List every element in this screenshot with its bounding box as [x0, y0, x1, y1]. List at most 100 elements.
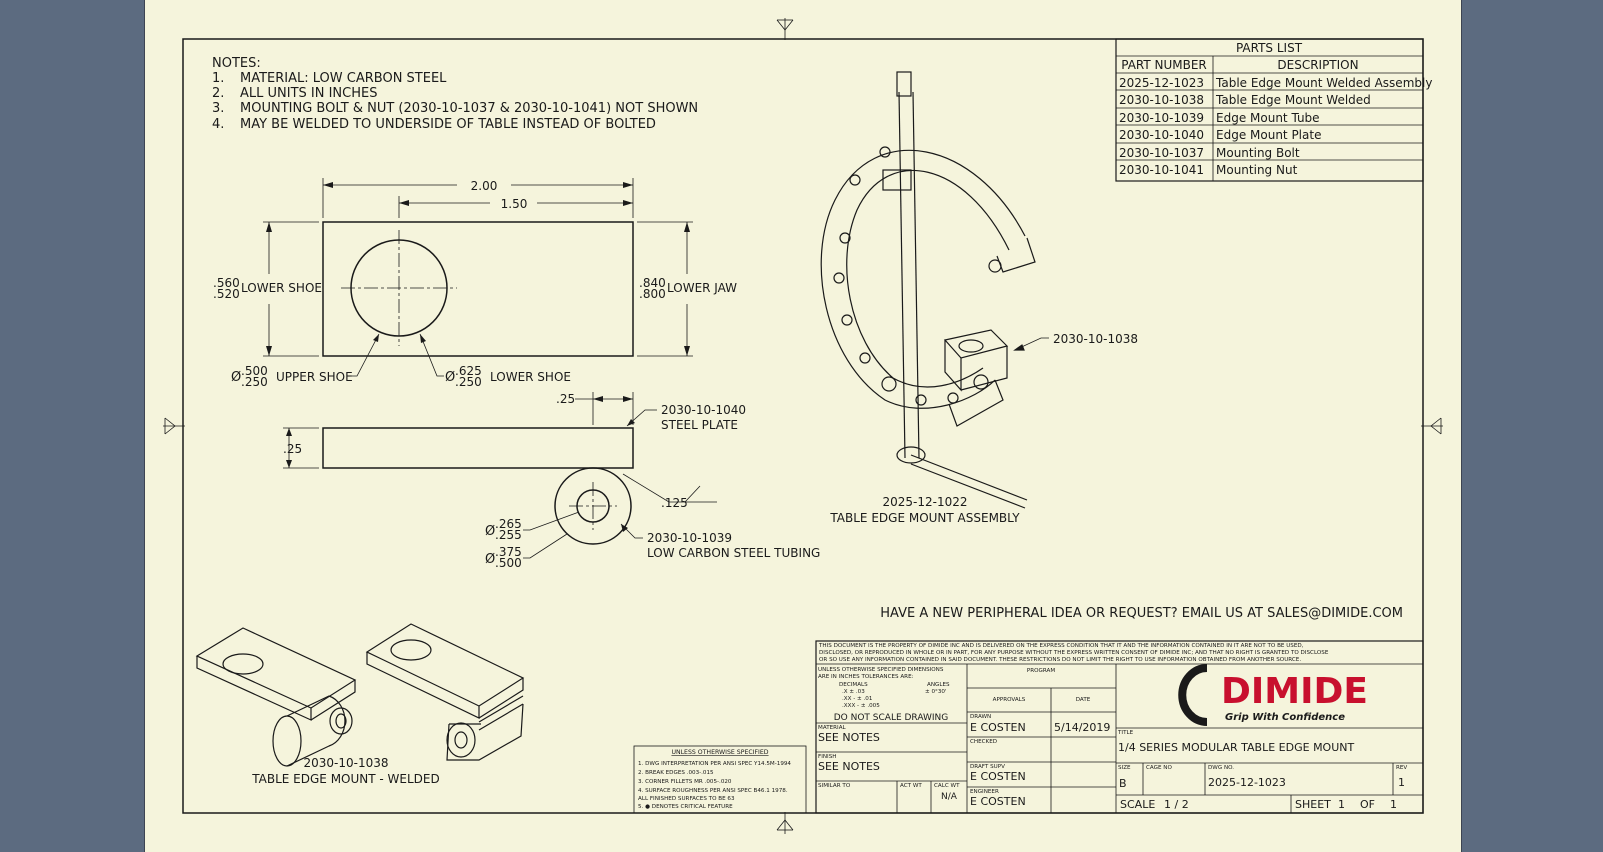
- parts-row-3-desc: Edge Mount Tube: [1216, 111, 1320, 125]
- checked-label: CHECKED: [970, 739, 997, 745]
- size-value: B: [1119, 777, 1127, 790]
- of-value: 1: [1390, 798, 1397, 811]
- note-1-text: MATERIAL: LOW CARBON STEEL: [240, 71, 447, 86]
- scale-label: SCALE: [1120, 798, 1155, 811]
- note-2-text: ALL UNITS IN INCHES: [240, 86, 377, 101]
- date-label: DATE: [1076, 697, 1091, 703]
- right-tol-bottom: .800: [639, 287, 666, 301]
- tube-outer-bottom: .500: [495, 556, 522, 570]
- dim-overall-width: 2.00: [471, 179, 498, 193]
- note-2-num: 2.: [212, 86, 224, 101]
- disclaimer-line-1: THIS DOCUMENT IS THE PROPERTY OF DIMIDE …: [818, 643, 1304, 649]
- parts-row-3-number: 2030-10-1039: [1119, 111, 1204, 125]
- dimide-logo: DIMIDE Grip With Confidence: [1178, 664, 1368, 726]
- spec-box: UNLESS OTHERWISE SPECIFIED 1. DWG INTERP…: [633, 745, 807, 814]
- spec-item-3: 3. CORNER FILLETS MR .005-.020: [638, 779, 732, 785]
- note-4-num: 4.: [212, 117, 224, 132]
- tolerance-angles-label: ANGLES: [927, 682, 950, 688]
- cage-label: CAGE NO: [1146, 765, 1172, 771]
- spec-item-6: 5. ● DENOTES CRITICAL FEATURE: [638, 804, 733, 810]
- program-label: PROGRAM: [1027, 668, 1055, 674]
- assembly-label: TABLE EDGE MOUNT ASSEMBLY: [829, 511, 1020, 525]
- calc-wt-value: N/A: [941, 792, 958, 802]
- plate-part-number: 2030-10-1040: [661, 403, 746, 417]
- assembly-callout: 2030-10-1038: [1053, 332, 1138, 346]
- title-block: THIS DOCUMENT IS THE PROPERTY OF DIMIDE …: [815, 640, 1424, 814]
- finish-label: FINISH: [818, 754, 836, 760]
- assembly-part-number: 2025-12-1022: [882, 495, 967, 509]
- drawing-sheet: NOTES: 1. MATERIAL: LOW CARBON STEEL 2. …: [144, 0, 1462, 852]
- dim-hole-offset: 1.50: [501, 197, 528, 211]
- sheet-label: SHEET: [1295, 798, 1331, 811]
- parts-row-4-number: 2030-10-1040: [1119, 128, 1204, 142]
- parts-row-5-number: 2030-10-1037: [1119, 146, 1204, 160]
- note-3-text: MOUNTING BOLT & NUT (2030-10-1037 & 2030…: [240, 101, 698, 116]
- drawing-title: 1/4 SERIES MODULAR TABLE EDGE MOUNT: [1118, 741, 1354, 754]
- left-tol-top: .560: [213, 276, 240, 290]
- tolerance-decimals-label: DECIMALS: [839, 682, 868, 688]
- parts-list-title: PARTS LIST: [1236, 41, 1303, 55]
- spec-item-5: ALL FINISHED SURFACES TO BE 63: [638, 796, 735, 802]
- right-tol-top: .840: [639, 276, 666, 290]
- size-label: SIZE: [1118, 765, 1131, 771]
- parts-row-5-desc: Mounting Bolt: [1216, 146, 1300, 160]
- plate-label: STEEL PLATE: [661, 418, 738, 432]
- material-value: SEE NOTES: [818, 731, 880, 744]
- sheet-value: 1: [1338, 798, 1345, 811]
- side-view: .25 .25 2030-10-1040 STEEL PLATE .125 20…: [283, 392, 820, 570]
- lower-shoe-dia-symbol: Ø: [445, 370, 455, 385]
- dwg-no-value: 2025-12-1023: [1208, 776, 1286, 789]
- tolerance-x: .X ± .03: [842, 689, 865, 695]
- approvals-label: APPROVALS: [993, 697, 1026, 703]
- dwg-no-label: DWG NO.: [1208, 765, 1234, 771]
- material-label: MATERIAL: [818, 725, 847, 731]
- note-4-text: MAY BE WELDED TO UNDERSIDE OF TABLE INST…: [240, 117, 656, 132]
- disclaimer-line-3: OR SO USE ANY INFORMATION CONTAINED IN S…: [819, 657, 1301, 663]
- left-dim-label: LOWER SHOE: [241, 281, 322, 295]
- upper-shoe-label: UPPER SHOE: [276, 370, 353, 384]
- similar-to-label: SIMILAR TO: [818, 783, 851, 789]
- do-not-scale-note: DO NOT SCALE DRAWING: [834, 713, 949, 723]
- draft-supv-value: E COSTEN: [970, 770, 1026, 783]
- assembly-iso-view: [820, 71, 1049, 509]
- rev-value: 1: [1398, 776, 1405, 789]
- drawn-value: E COSTEN: [970, 721, 1026, 734]
- parts-row-6-desc: Mounting Nut: [1216, 163, 1298, 177]
- left-tol-bottom: .520: [213, 287, 240, 301]
- lower-shoe-dia-bottom: .250: [455, 375, 482, 389]
- note-3-num: 3.: [212, 101, 224, 116]
- tube-inner-dia-symbol: Ø: [485, 524, 495, 539]
- parts-row-4-desc: Edge Mount Plate: [1216, 128, 1321, 142]
- weld-size: .125: [661, 496, 688, 510]
- upper-shoe-dia-bottom: .250: [241, 375, 268, 389]
- upper-shoe-dia-top: .500: [241, 364, 268, 378]
- title-label: TITLE: [1117, 730, 1134, 736]
- drawn-label: DRAWN: [970, 714, 991, 720]
- calc-wt-label: CALC WT: [934, 783, 960, 789]
- tolerance-angles-value: ± 0°30': [925, 689, 946, 695]
- tolerance-line-1: UNLESS OTHERWISE SPECIFIED DIMENSIONS: [818, 667, 944, 673]
- of-label: OF: [1360, 798, 1375, 811]
- dim-plate-height: .25: [283, 442, 302, 456]
- parts-list: PARTS LIST PART NUMBER DESCRIPTION 2025-…: [1115, 38, 1432, 182]
- disclaimer-line-2: DISCLOSED, OR REPRODUCED IN WHOLE OR IN …: [819, 650, 1329, 656]
- finish-value: SEE NOTES: [818, 760, 880, 773]
- draft-supv-label: DRAFT SUPV: [970, 764, 1005, 770]
- tube-outer-top: .375: [495, 545, 522, 559]
- tolerance-xxx: .XXX - ± .005: [842, 703, 880, 709]
- centering-marks: [163, 18, 1443, 834]
- right-dim-label: LOWER JAW: [667, 281, 737, 295]
- upper-shoe-dia-symbol: Ø: [231, 370, 241, 385]
- notes-title: NOTES:: [212, 56, 261, 71]
- note-1-num: 1.: [212, 71, 224, 86]
- dim-plate-width: .25: [556, 392, 575, 406]
- tube-inner-top: .265: [495, 517, 522, 531]
- plate-top-view: 2.00 1.50 .560 .520 LOWER SHOE .840 .800…: [213, 178, 737, 389]
- iso-label: TABLE EDGE MOUNT - WELDED: [251, 772, 439, 786]
- parts-header-description: DESCRIPTION: [1277, 58, 1358, 72]
- parts-row-2-desc: Table Edge Mount Welded: [1215, 93, 1371, 107]
- logo-wordmark: DIMIDE: [1221, 671, 1368, 712]
- parts-row-6-number: 2030-10-1041: [1119, 163, 1204, 177]
- tolerance-line-2: ARE IN INCHES TOLERANCES ARE:: [818, 674, 914, 680]
- tolerance-xx: .XX - ± .01: [842, 696, 873, 702]
